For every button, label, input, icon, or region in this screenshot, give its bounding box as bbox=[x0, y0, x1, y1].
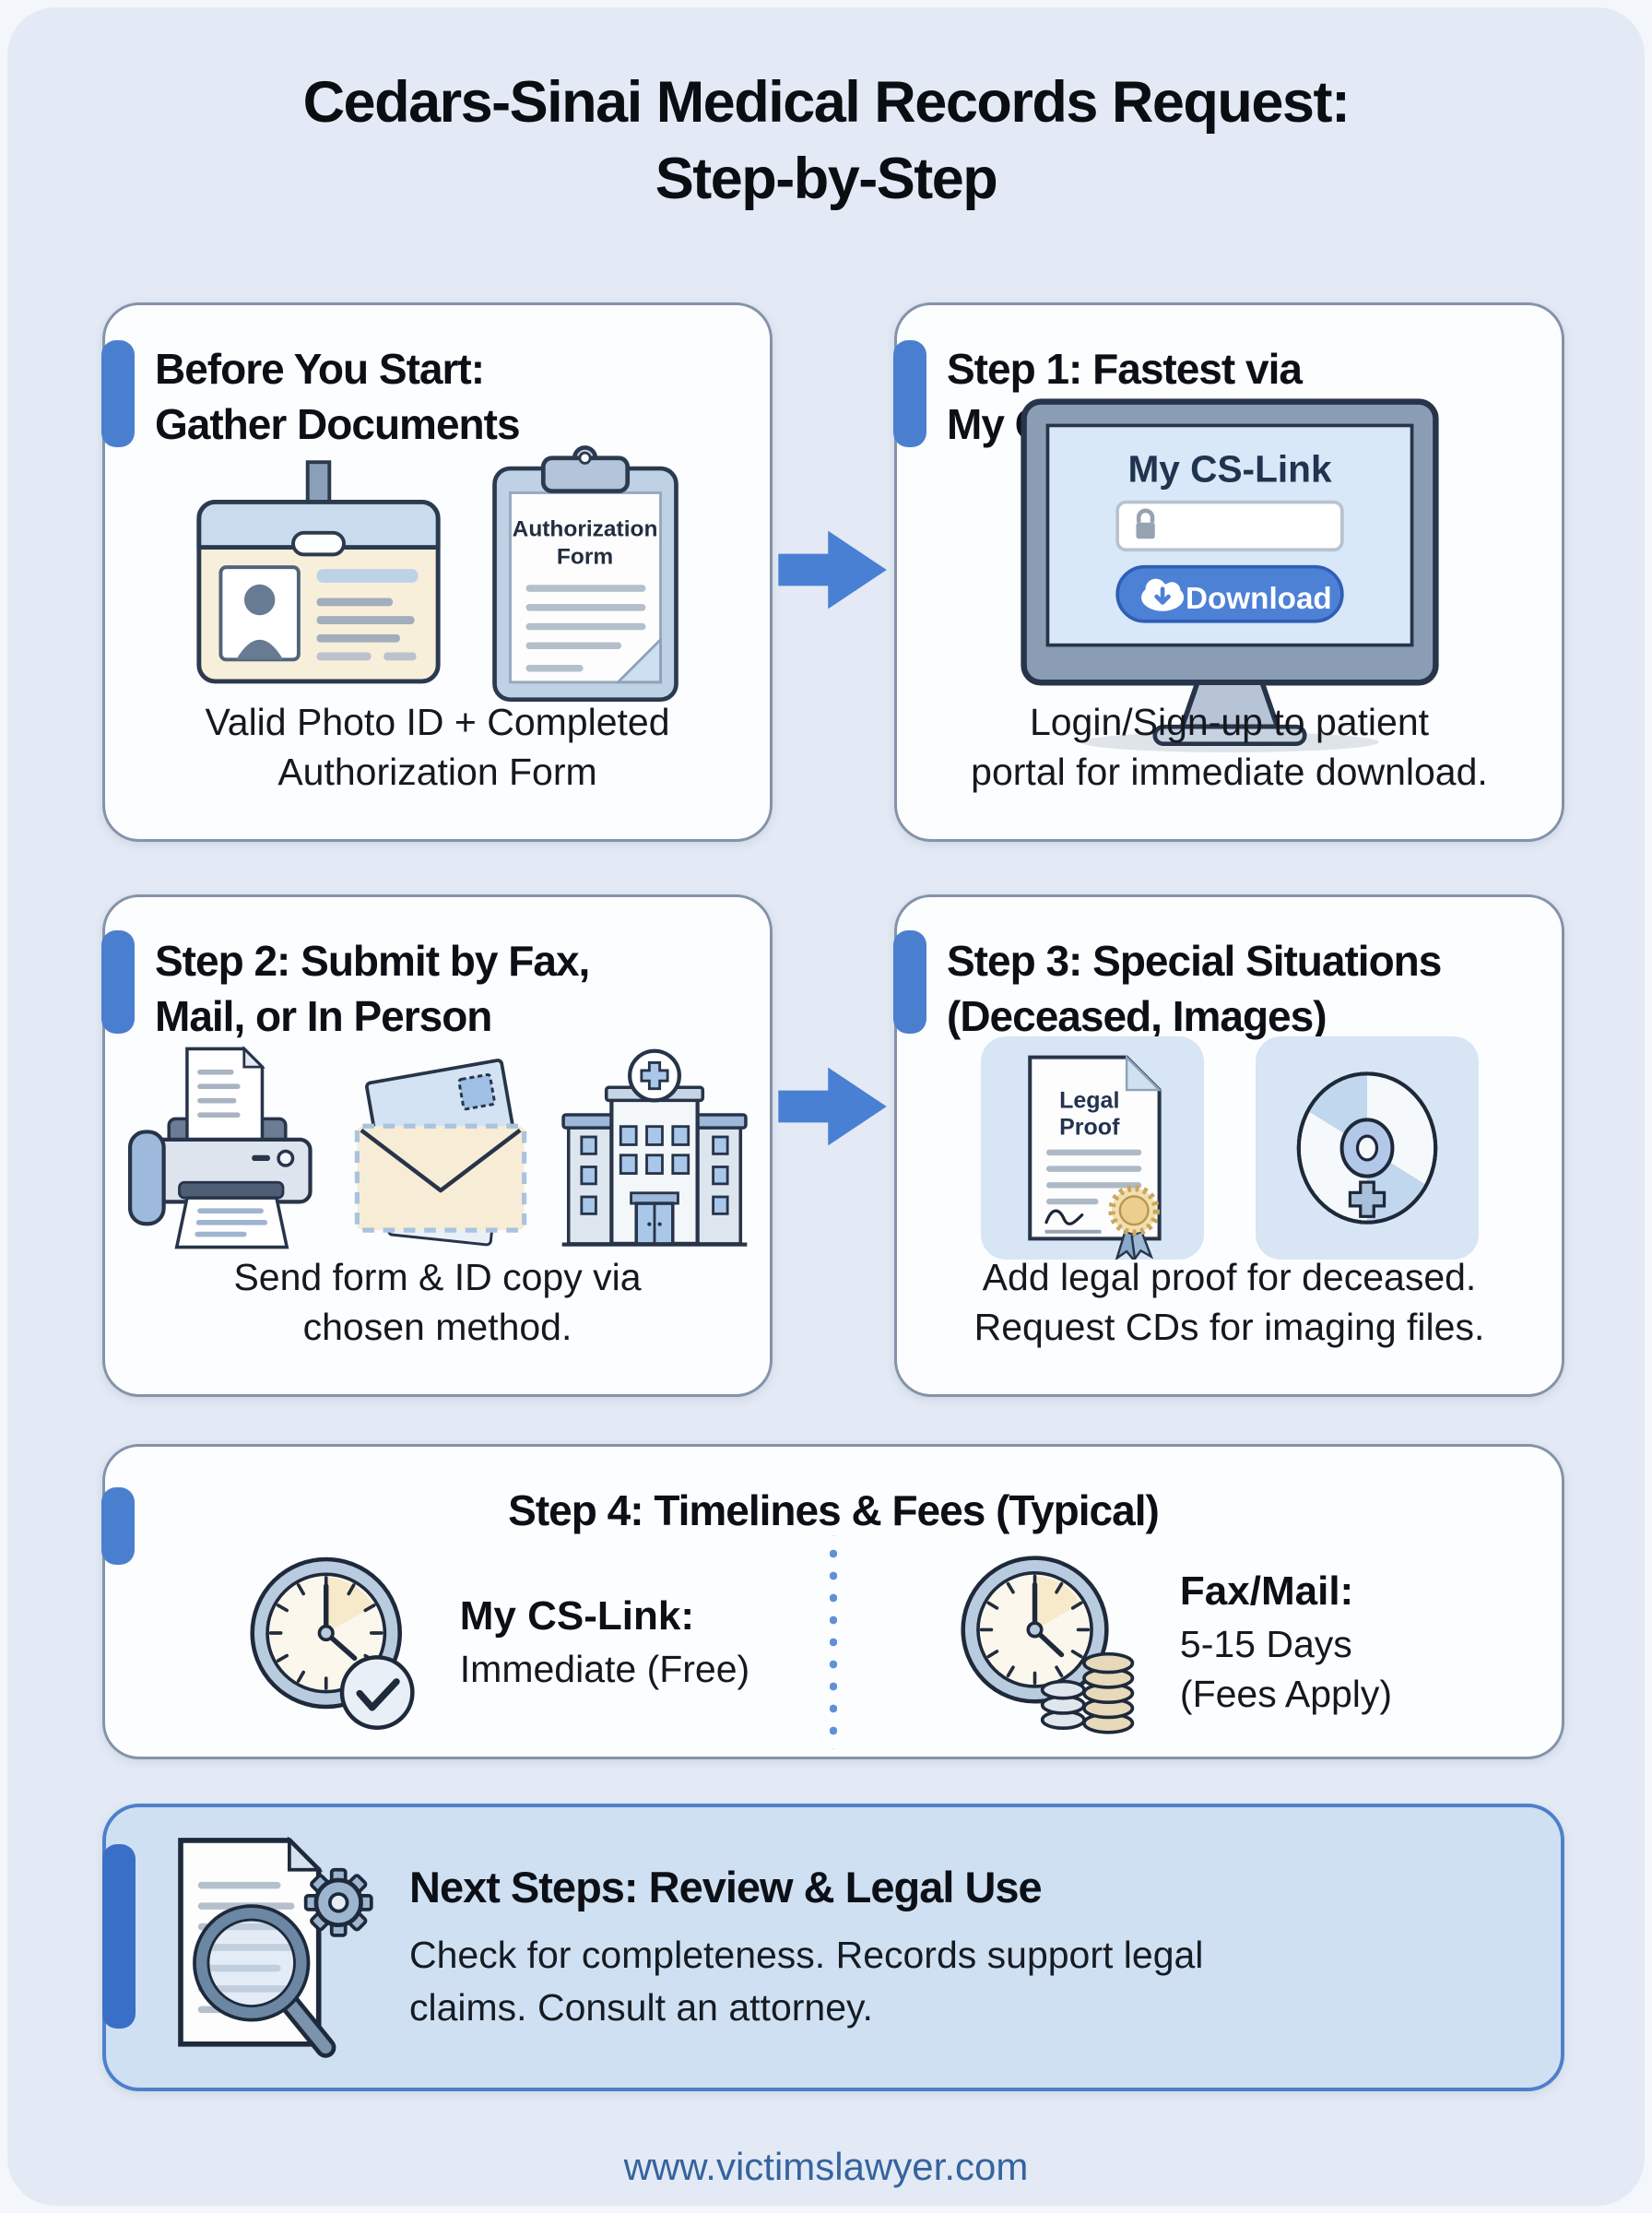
card-title: Step 4: Timelines & Fees (Typical) bbox=[508, 1486, 1160, 1534]
timeline-cslink-label: My CS-Link: bbox=[459, 1593, 695, 1639]
legal-proof-document-icon: Legal Proof bbox=[980, 1036, 1204, 1260]
card-caption: Add legal proof for deceased. Request CD… bbox=[974, 1255, 1485, 1348]
card-accent-tab bbox=[101, 340, 135, 447]
card-accent-tab bbox=[893, 340, 926, 447]
card-step2-submit: Step 2: Submit by Fax, Mail, or In Perso… bbox=[101, 894, 773, 1397]
next-steps-title: Next Steps: Review & Legal Use bbox=[409, 1862, 1043, 1911]
step1-icons: My CS-Link Download bbox=[897, 398, 1562, 753]
card-title-line1: Step 1: Fastest via bbox=[947, 345, 1303, 393]
photo-id-icon bbox=[196, 460, 441, 684]
card-title: Step 2: Submit by Fax, Mail, or In Perso… bbox=[105, 897, 770, 1045]
card-title-line2: (Deceased, Images) bbox=[947, 991, 1328, 1040]
card-step4-timelines: Step 4: Timelines & Fees (Typical) My CS… bbox=[101, 1444, 1564, 1759]
card-accent-tab bbox=[893, 930, 926, 1034]
timeline-faxmail-value2: (Fees Apply) bbox=[1179, 1673, 1393, 1716]
timeline-cslink: My CS-Link: Immediate (Free) bbox=[160, 1545, 830, 1739]
dotted-divider bbox=[830, 1535, 837, 1749]
timeline-faxmail: Fax/Mail: 5-15 Days (Fees Apply) bbox=[837, 1545, 1506, 1739]
svg-text:Download: Download bbox=[1186, 582, 1332, 616]
timeline-faxmail-label: Fax/Mail: bbox=[1179, 1568, 1354, 1614]
footer-url: www.victimslawyer.com bbox=[623, 2145, 1029, 2188]
svg-text:Proof: Proof bbox=[1059, 1115, 1120, 1141]
page-title-line2: Step-by-Step bbox=[655, 147, 998, 212]
page-title-line1: Cedars-Sinai Medical Records Request: bbox=[302, 70, 1351, 135]
magnifier-icon bbox=[193, 1904, 336, 2058]
timeline-cslink-text: My CS-Link: Immediate (Free) bbox=[460, 1590, 749, 1695]
card-caption: Valid Photo ID + Completed Authorization… bbox=[205, 700, 670, 793]
svg-text:Form: Form bbox=[557, 545, 613, 570]
imaging-cd-icon bbox=[1255, 1036, 1479, 1260]
card-title: Before You Start: Gather Documents bbox=[105, 305, 770, 453]
next-steps-body: Check for completeness. Records support … bbox=[409, 1933, 1204, 2029]
clock-check-icon bbox=[250, 1556, 415, 1730]
step2-icons bbox=[105, 1045, 770, 1252]
card-title-line1: Before You Start: bbox=[155, 345, 485, 393]
card-caption: Login/Sign-up to patient portal for imme… bbox=[971, 700, 1488, 793]
infographic-page: Cedars-Sinai Medical Records Request: St… bbox=[7, 7, 1645, 2206]
timeline-faxmail-text: Fax/Mail: 5-15 Days (Fees Apply) bbox=[1180, 1565, 1392, 1721]
card-accent-tab bbox=[101, 1487, 135, 1565]
hospital-building-icon bbox=[560, 1048, 748, 1247]
gear-icon bbox=[303, 1867, 373, 1937]
clock-coins-icon bbox=[961, 1556, 1135, 1734]
timeline-cslink-value: Immediate (Free) bbox=[459, 1648, 750, 1690]
card-title-line2: Gather Documents bbox=[155, 399, 521, 448]
mail-envelope-icon bbox=[354, 1059, 526, 1247]
authorization-form-icon: Authorization Form bbox=[492, 445, 678, 703]
timeline-faxmail-value1: 5-15 Days bbox=[1179, 1622, 1352, 1665]
step4-body: My CS-Link: Immediate (Free) bbox=[105, 1535, 1562, 1777]
svg-text:Legal: Legal bbox=[1059, 1088, 1119, 1114]
card-accent-tab bbox=[102, 1844, 136, 2029]
card-title-line2: Mail, or In Person bbox=[155, 991, 492, 1040]
card-accent-tab bbox=[101, 930, 135, 1034]
card-step3-special: Step 3: Special Situations (Deceased, Im… bbox=[893, 894, 1564, 1397]
card-title-line1: Step 2: Submit by Fax, bbox=[155, 937, 590, 985]
gather-icons: Authorization Form bbox=[105, 445, 770, 703]
card-title-line1: Step 3: Special Situations bbox=[947, 937, 1442, 985]
next-steps-text: Next Steps: Review & Legal Use Check for… bbox=[409, 1862, 1386, 2033]
card-before-you-start: Before You Start: Gather Documents bbox=[101, 302, 773, 842]
card-next-steps: Next Steps: Review & Legal Use Check for… bbox=[102, 1804, 1564, 2091]
step3-icons: Legal Proof bbox=[897, 1036, 1562, 1260]
card-caption: Send form & ID copy via chosen method. bbox=[233, 1255, 642, 1348]
card-step1-cslink: Step 1: Fastest via My CS-Link My CS-Lin… bbox=[893, 302, 1564, 842]
flow-arrow-right-icon bbox=[778, 1067, 887, 1146]
patient-portal-monitor-icon: My CS-Link Download bbox=[1020, 398, 1439, 753]
svg-text:Authorization: Authorization bbox=[513, 517, 658, 542]
fax-printer-icon bbox=[127, 1046, 313, 1249]
page-title: Cedars-Sinai Medical Records Request: St… bbox=[7, 65, 1645, 218]
review-records-icon bbox=[178, 1836, 373, 2058]
svg-text:My CS-Link: My CS-Link bbox=[1127, 448, 1332, 491]
card-title: Step 3: Special Situations (Deceased, Im… bbox=[897, 897, 1562, 1045]
flow-arrow-right-icon bbox=[778, 530, 887, 609]
